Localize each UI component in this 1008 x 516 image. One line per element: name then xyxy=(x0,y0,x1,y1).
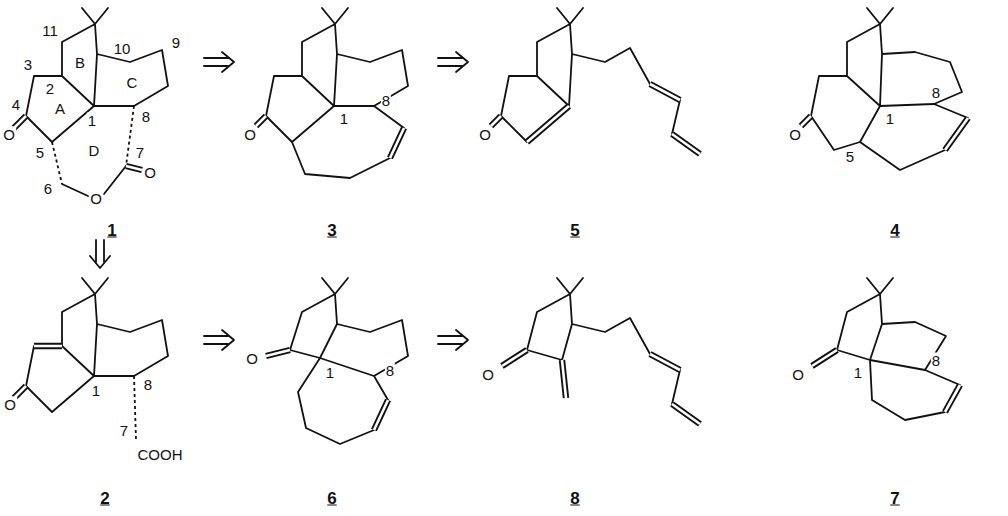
atom-label: O xyxy=(788,127,802,142)
atom-label: 7 xyxy=(119,423,129,438)
atom-label: 1 xyxy=(91,383,101,398)
atom-label: 10 xyxy=(113,41,132,56)
atom-label: 1 xyxy=(325,365,335,380)
compound-number: 7 xyxy=(889,490,900,507)
atom-label: 11 xyxy=(41,23,59,38)
atom-label: 4 xyxy=(11,97,21,112)
atom-label: D xyxy=(88,143,101,158)
atom-label: A xyxy=(54,101,66,116)
atom-label: 8 xyxy=(385,363,395,378)
atom-label: O xyxy=(791,367,805,382)
atom-label: 8 xyxy=(381,93,391,108)
atom-label: O xyxy=(245,351,259,366)
atom-label: 6 xyxy=(43,181,53,196)
atom-label: O xyxy=(3,397,17,412)
atom-label: 8 xyxy=(931,85,941,100)
atom-label: O xyxy=(481,367,495,382)
atom-label: 1 xyxy=(339,111,349,126)
compound-number: 8 xyxy=(569,490,580,507)
atom-label: COOH xyxy=(137,447,184,462)
atom-label: 5 xyxy=(845,149,855,164)
atom-label: 3 xyxy=(23,57,33,72)
atom-label: O xyxy=(243,127,257,142)
atom-label: B xyxy=(74,55,86,70)
compound-number: 1 xyxy=(106,222,117,239)
atom-label: 7 xyxy=(135,145,145,160)
atom-label: 8 xyxy=(141,109,151,124)
compound-number: 6 xyxy=(326,490,337,507)
atom-label: 5 xyxy=(35,145,45,160)
atom-label: 8 xyxy=(143,377,153,392)
atom-label: O xyxy=(143,165,157,180)
atom-label: 2 xyxy=(45,81,55,96)
compound-number: 5 xyxy=(569,222,580,239)
atom-label: 8 xyxy=(931,353,941,368)
compound-number: 4 xyxy=(889,222,900,239)
atom-label: O xyxy=(89,191,103,206)
atom-label: 1 xyxy=(87,113,97,128)
atom-label: 9 xyxy=(171,35,181,50)
atom-label: 1 xyxy=(853,365,863,380)
compound-number: 2 xyxy=(99,490,110,507)
atom-label: 1 xyxy=(885,111,895,126)
atom-label: O xyxy=(478,127,492,142)
atom-label: C xyxy=(126,75,139,90)
atom-label: O xyxy=(2,127,16,142)
compound-number: 3 xyxy=(326,222,337,239)
